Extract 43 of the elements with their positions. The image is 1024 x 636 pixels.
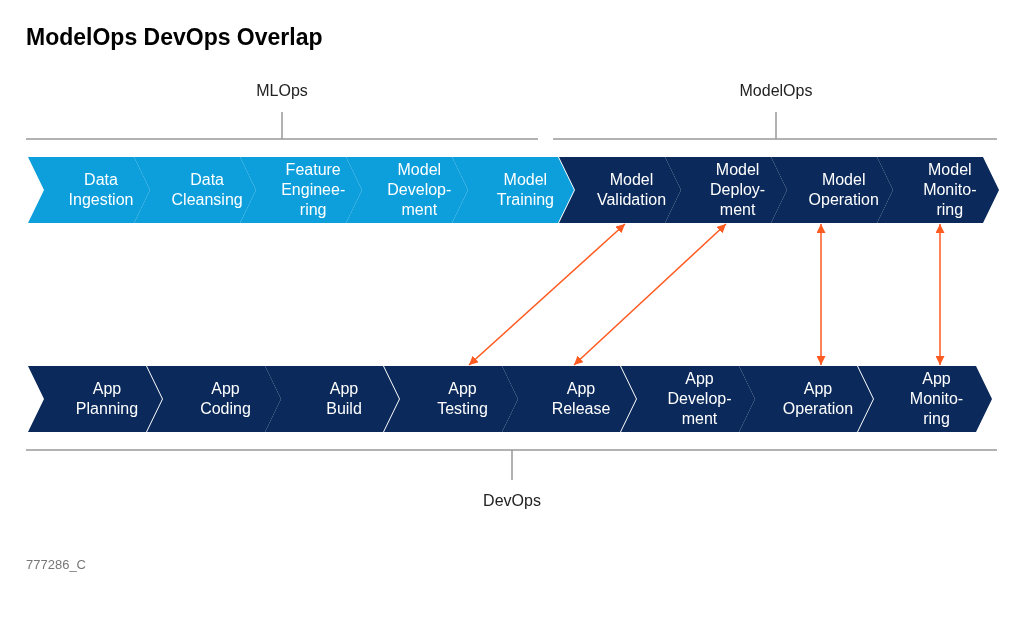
chevron-step [265, 366, 399, 432]
step-label: App Build [326, 379, 362, 419]
chevron-step [240, 157, 363, 223]
step-label: Data Cleansing [171, 170, 243, 210]
step-label: Model Training [496, 170, 554, 210]
chevron-step [28, 157, 150, 223]
step-label: App Planning [75, 379, 139, 419]
double-arrow [468, 223, 626, 366]
step-label: App Testing [437, 379, 488, 419]
bracket-label: DevOps [483, 492, 541, 510]
step-label: Data Ingestion [68, 170, 134, 210]
chevron-step [857, 366, 992, 432]
chevron-step [346, 157, 469, 223]
chevron-step [876, 157, 999, 223]
double-arrow [816, 223, 826, 366]
chevron-step [620, 366, 755, 432]
chevron-step [146, 366, 281, 432]
diagram-title: ModelOps DevOps Overlap [26, 24, 323, 51]
step-label: Model Deploy- ment [710, 160, 766, 220]
chevron-step [739, 366, 873, 432]
chevron-step [452, 157, 575, 223]
bracket-label: MLOps [256, 82, 308, 100]
double-arrow [935, 223, 945, 366]
chevron-step [770, 157, 893, 223]
step-label: Feature Enginee- ring [281, 160, 346, 220]
chevron-step [28, 366, 162, 432]
step-label: Model Develop- ment [387, 160, 452, 220]
bracket-label: ModelOps [739, 82, 813, 100]
chevron-step [383, 366, 518, 432]
step-label: App Release [551, 379, 611, 419]
chevron-step [558, 157, 681, 223]
chevron-step [134, 157, 257, 223]
step-label: App Develop- ment [667, 369, 732, 429]
figure-id: 777286_C [26, 557, 86, 572]
step-label: App Monito- ring [909, 369, 964, 429]
step-label: App Operation [782, 379, 854, 419]
step-label: App Coding [200, 379, 251, 419]
chevron-step [664, 157, 787, 223]
step-label: Model Validation [596, 170, 667, 210]
step-label: Model Operation [808, 170, 879, 210]
step-label: Model Monito- ring [923, 160, 977, 220]
double-arrow [573, 223, 727, 366]
chevron-step [502, 366, 636, 432]
